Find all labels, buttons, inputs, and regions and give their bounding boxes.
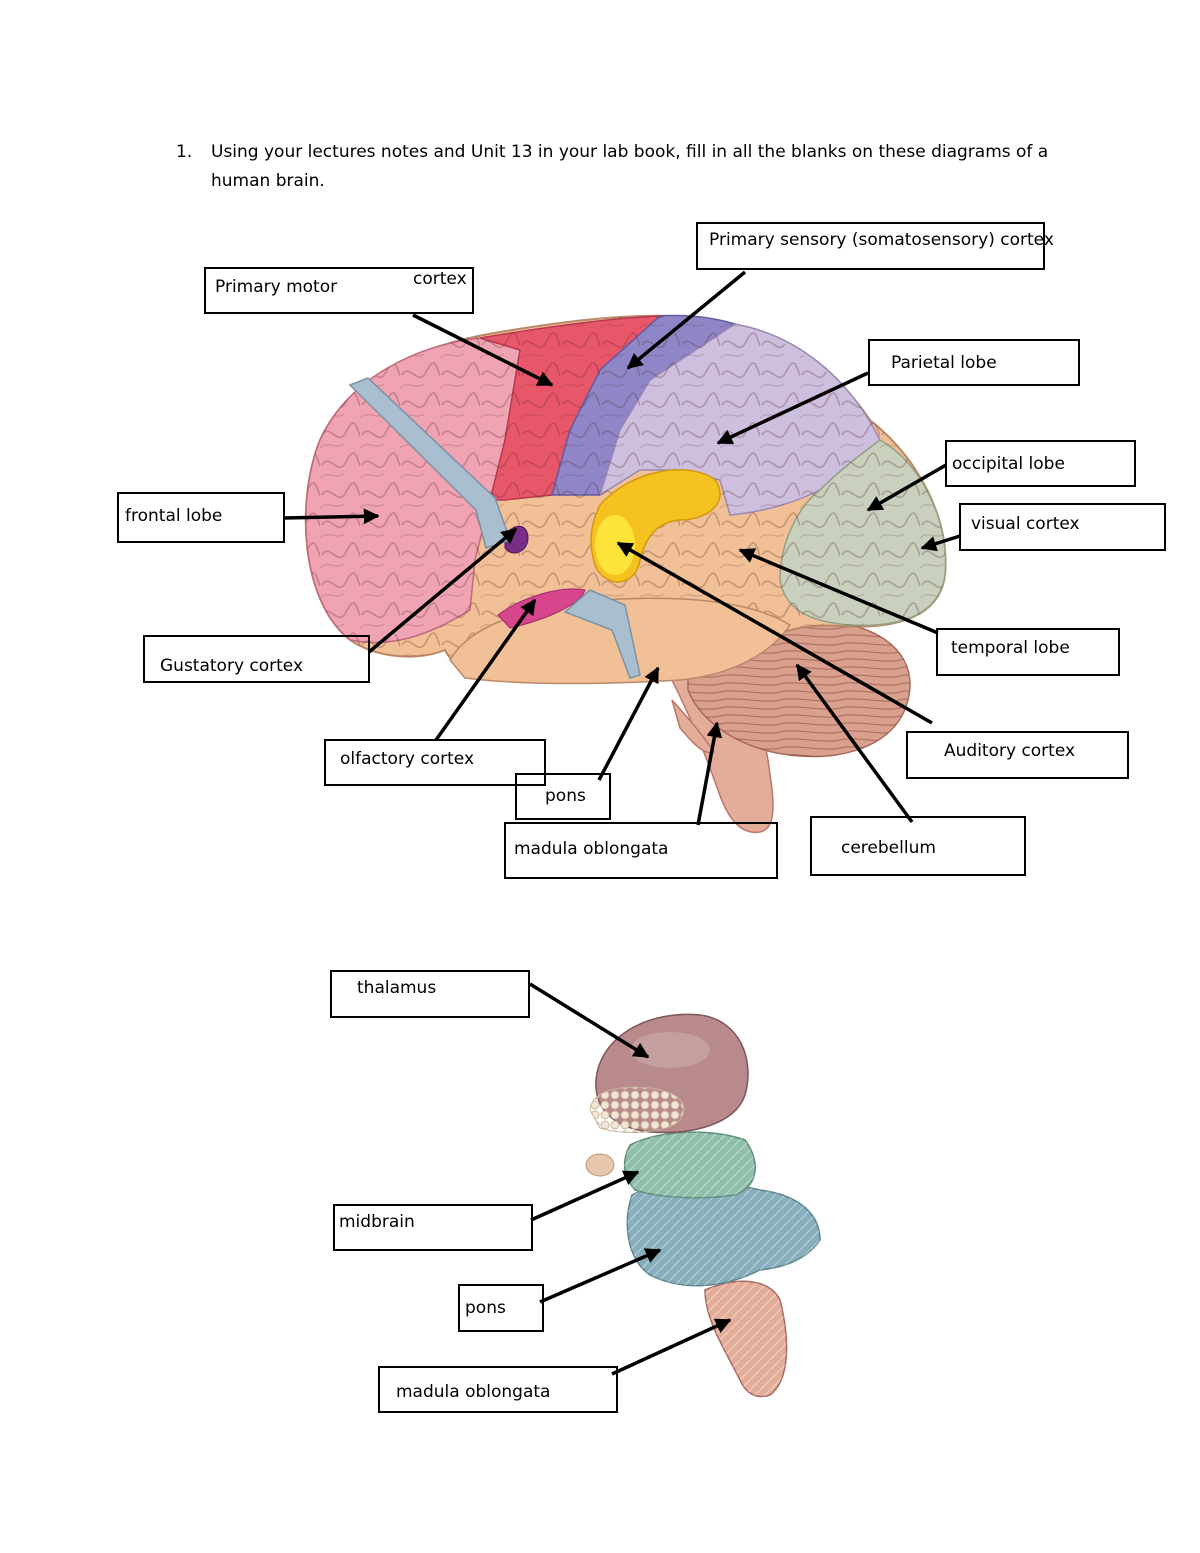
label-primary-motor-cortex[interactable]: Primary motor cortex	[204, 267, 474, 314]
label-text-pons-stem: pons	[465, 1298, 506, 1318]
label-text-primary-motor: Primary motor	[215, 277, 338, 297]
label-midbrain[interactable]: midbrain	[333, 1204, 533, 1251]
arrow-cerebellum	[795, 663, 914, 824]
auditory-core	[595, 515, 635, 575]
retractor-lower	[563, 589, 641, 679]
label-thalamus[interactable]: thalamus	[330, 970, 530, 1018]
arrow-auditory-cortex	[616, 541, 933, 725]
label-olfactory-cortex[interactable]: olfactory cortex	[324, 739, 546, 786]
label-text-medulla-oblongata: madula oblongata	[514, 839, 669, 859]
arrow-midbrain	[530, 1170, 640, 1222]
label-pons[interactable]: pons	[515, 773, 611, 820]
label-text-primary-sensory: Primary sensory (somatosensory) cortex	[709, 230, 1054, 250]
fornix-texture	[589, 1086, 685, 1134]
brainstem-branch	[671, 699, 716, 754]
label-occipital-lobe[interactable]: occipital lobe	[945, 440, 1136, 487]
arrows	[283, 270, 961, 1376]
label-text-frontal-lobe: frontal lobe	[125, 506, 223, 526]
label-text-olfactory-cortex: olfactory cortex	[340, 749, 475, 769]
midbrain-texture	[624, 1132, 756, 1198]
arrow-pons-stem	[539, 1248, 662, 1304]
label-text-pons: pons	[545, 786, 586, 806]
arrow-gustatory-cortex	[367, 527, 518, 654]
thalamus-highlight	[630, 1032, 710, 1068]
label-temporal-lobe[interactable]: temporal lobe	[936, 628, 1120, 676]
arrow-medulla-stem	[611, 1318, 732, 1376]
label-primary-sensory-cortex[interactable]: Primary sensory (somatosensory) cortex	[696, 222, 1054, 270]
label-text-midbrain: midbrain	[339, 1212, 415, 1232]
arrow-olfactory-cortex	[434, 598, 537, 742]
medulla-texture	[705, 1281, 787, 1397]
label-text-cortex: cortex	[413, 269, 467, 289]
label-text-cerebellum: cerebellum	[841, 838, 936, 858]
label-text-visual-cortex: visual cortex	[971, 514, 1080, 534]
label-visual-cortex[interactable]: visual cortex	[959, 503, 1166, 551]
label-medulla-stem[interactable]: madula oblongata	[378, 1366, 618, 1413]
arrow-visual-cortex	[920, 534, 961, 552]
label-pons-stem[interactable]: pons	[458, 1284, 544, 1332]
brainstem-illustration	[585, 1013, 821, 1398]
pineal-nub	[585, 1153, 615, 1177]
arrow-medulla	[696, 721, 723, 826]
label-text-medulla-stem: madula oblongata	[396, 1382, 551, 1402]
arrow-occipital-lobe	[866, 463, 947, 512]
label-frontal-lobe[interactable]: frontal lobe	[117, 492, 285, 543]
arrow-pons	[597, 666, 660, 781]
arrow-temporal-lobe	[738, 548, 939, 635]
label-text-gustatory-cortex: Gustatory cortex	[160, 656, 304, 676]
label-parietal-lobe[interactable]: Parietal lobe	[868, 339, 1080, 386]
arrow-parietal-lobe	[716, 371, 869, 445]
label-gustatory-cortex[interactable]: Gustatory cortex	[143, 635, 370, 683]
instruction-number: 1.	[176, 142, 193, 162]
pons-texture	[627, 1183, 820, 1286]
instruction-text: Using your lectures notes and Unit 13 in…	[211, 142, 1049, 191]
label-text-occipital-lobe: occipital lobe	[952, 454, 1065, 474]
label-text-auditory-cortex: Auditory cortex	[944, 741, 1076, 761]
arrow-primary-motor	[412, 313, 554, 387]
label-medulla-oblongata[interactable]: madula oblongata	[504, 822, 778, 879]
label-cerebellum[interactable]: cerebellum	[810, 816, 1026, 876]
arrow-primary-sensory	[626, 270, 747, 370]
label-text-parietal-lobe: Parietal lobe	[891, 353, 997, 373]
arrow-frontal-lobe	[283, 508, 380, 525]
arrow-thalamus	[529, 982, 650, 1059]
label-auditory-cortex[interactable]: Auditory cortex	[906, 731, 1129, 779]
label-text-thalamus: thalamus	[357, 978, 437, 998]
label-text-temporal-lobe: temporal lobe	[951, 638, 1070, 658]
